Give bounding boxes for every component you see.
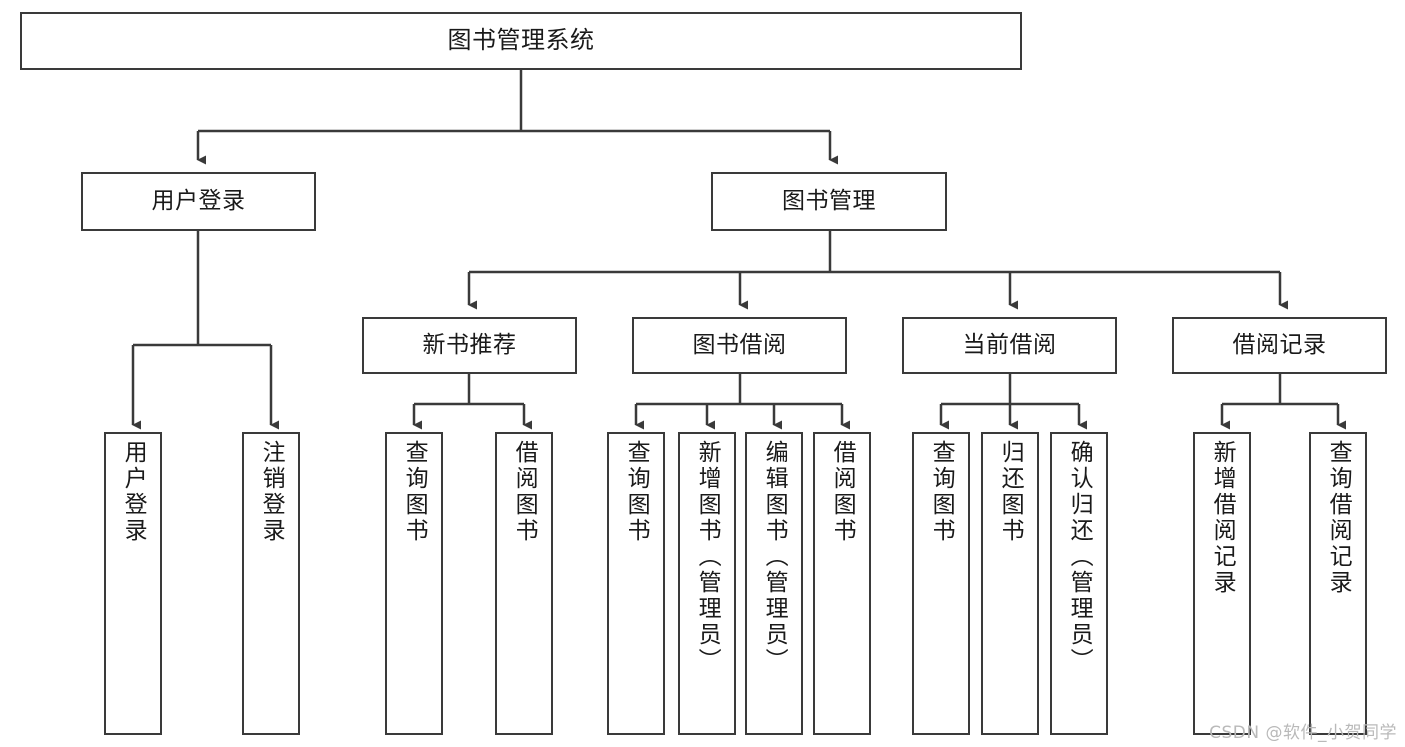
node-root-label: 图书管理系统 xyxy=(447,26,595,55)
node-leaf-confirm-return[interactable]: 确认归还（管理员） xyxy=(1050,432,1108,735)
node-user-login-label: 用户登录 xyxy=(151,188,246,215)
node-leaf-edit-book-label: 编辑图书（管理员） xyxy=(761,440,788,674)
node-leaf-query-book-3[interactable]: 查询图书 xyxy=(912,432,970,735)
node-leaf-confirm-return-label: 确认归还（管理员） xyxy=(1066,440,1093,674)
node-leaf-user-login[interactable]: 用户登录 xyxy=(104,432,162,735)
node-leaf-user-logout[interactable]: 注销登录 xyxy=(242,432,300,735)
node-book-manage-label: 图书管理 xyxy=(782,188,876,215)
node-book-borrow[interactable]: 图书借阅 xyxy=(632,317,847,374)
node-new-book-recommend[interactable]: 新书推荐 xyxy=(362,317,577,374)
node-leaf-query-book-1-label: 查询图书 xyxy=(401,440,428,544)
node-leaf-borrow-book-2-label: 借阅图书 xyxy=(829,440,856,544)
node-leaf-edit-book[interactable]: 编辑图书（管理员） xyxy=(745,432,803,735)
node-borrow-record[interactable]: 借阅记录 xyxy=(1172,317,1387,374)
node-book-borrow-label: 图书借阅 xyxy=(692,332,787,359)
node-leaf-add-book-label: 新增图书（管理员） xyxy=(694,440,721,674)
node-leaf-return-book-label: 归还图书 xyxy=(997,440,1024,544)
node-leaf-user-login-label: 用户登录 xyxy=(120,440,147,544)
node-leaf-query-record[interactable]: 查询借阅记录 xyxy=(1309,432,1367,735)
node-root[interactable]: 图书管理系统 xyxy=(20,12,1022,70)
node-leaf-user-logout-label: 注销登录 xyxy=(258,440,285,544)
node-leaf-query-book-2-label: 查询图书 xyxy=(623,440,650,544)
node-borrow-record-label: 借阅记录 xyxy=(1232,332,1327,359)
node-leaf-borrow-book-1-label: 借阅图书 xyxy=(511,440,538,544)
node-leaf-query-book-2[interactable]: 查询图书 xyxy=(607,432,665,735)
node-current-borrow-label: 当前借阅 xyxy=(962,332,1057,359)
node-leaf-query-book-1[interactable]: 查询图书 xyxy=(385,432,443,735)
node-leaf-query-record-label: 查询借阅记录 xyxy=(1325,440,1352,596)
watermark-text: CSDN @软件_小贺同学 xyxy=(1209,723,1397,743)
node-leaf-borrow-book-1[interactable]: 借阅图书 xyxy=(495,432,553,735)
node-leaf-return-book[interactable]: 归还图书 xyxy=(981,432,1039,735)
node-new-book-recommend-label: 新书推荐 xyxy=(422,332,517,359)
node-leaf-add-book[interactable]: 新增图书（管理员） xyxy=(678,432,736,735)
node-book-manage[interactable]: 图书管理 xyxy=(711,172,947,231)
node-user-login[interactable]: 用户登录 xyxy=(81,172,316,231)
node-current-borrow[interactable]: 当前借阅 xyxy=(902,317,1117,374)
node-leaf-borrow-book-2[interactable]: 借阅图书 xyxy=(813,432,871,735)
node-leaf-add-record-label: 新增借阅记录 xyxy=(1209,440,1236,596)
node-leaf-query-book-3-label: 查询图书 xyxy=(928,440,955,544)
node-leaf-add-record[interactable]: 新增借阅记录 xyxy=(1193,432,1251,735)
